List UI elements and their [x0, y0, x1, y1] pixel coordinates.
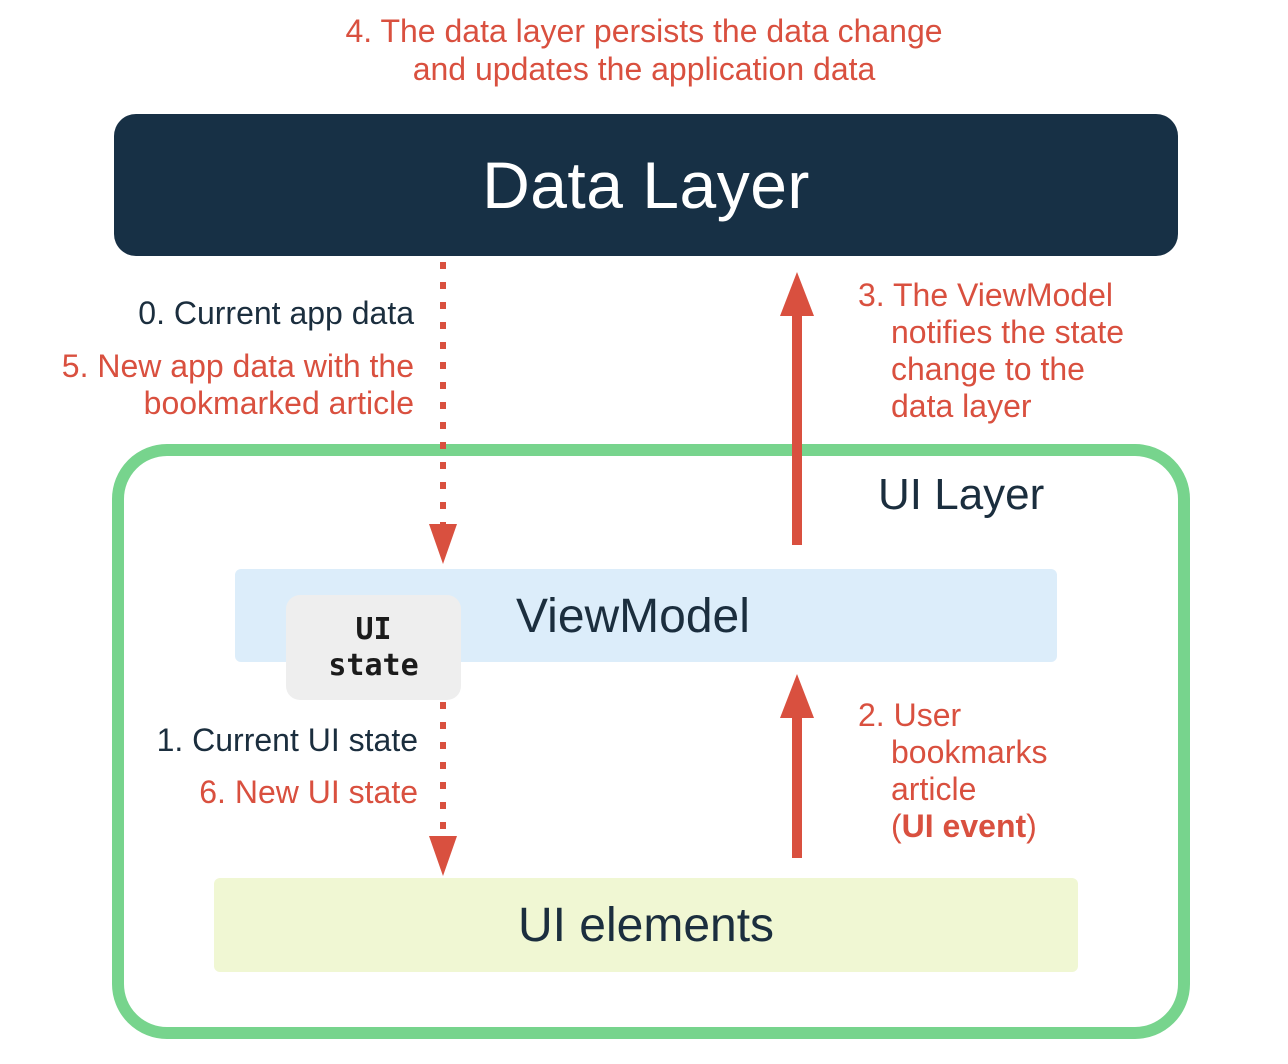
step-2-line-2: bookmarks: [891, 734, 1048, 770]
data-layer-box: Data Layer: [114, 114, 1178, 256]
step-3-line-1: 3. The ViewModel: [858, 277, 1113, 313]
step-4-line-1: 4. The data layer persists the data chan…: [345, 13, 943, 49]
ui-elements-box: UI elements: [214, 878, 1078, 972]
step-5-line-1: 5. New app data with the: [61, 348, 414, 384]
ui-state-line-1: UI: [355, 611, 392, 647]
step-2-open-paren: (: [891, 808, 902, 844]
step-3-line-4: data layer: [891, 388, 1032, 424]
step-4-line-2: and updates the application data: [412, 51, 876, 87]
step-2-ui-event: UI event: [901, 808, 1027, 844]
step-2-label: 2. User bookmarks article (UI event): [858, 697, 1118, 845]
step-3-line-3: change to the: [891, 351, 1085, 387]
ui-layer-label: UI Layer: [878, 470, 1045, 519]
step-5-line-2: bookmarked article: [143, 385, 414, 421]
step-5-label: 5. New app data with the bookmarked arti…: [10, 348, 414, 422]
ui-state-chip: UI state: [286, 595, 461, 700]
step-3-line-2: notifies the state: [891, 314, 1125, 350]
step-2-line-4: (UI event): [858, 808, 1118, 845]
step-2-close-paren: ): [1026, 808, 1037, 844]
ui-state-line-2: state: [328, 647, 419, 683]
step-0-label: 0. Current app data: [138, 295, 414, 331]
step-4-caption: 4. The data layer persists the data chan…: [0, 12, 1288, 88]
ui-elements-label: UI elements: [517, 898, 775, 952]
step-2-line-3: article: [891, 771, 977, 807]
solid-arrow-ui-to-viewmodel-head: [780, 674, 814, 718]
solid-arrow-viewmodel-to-data-head: [780, 272, 814, 316]
step-6-label: 6. New UI state: [199, 774, 418, 810]
viewmodel-label: ViewModel: [516, 590, 750, 643]
data-layer-label: Data Layer: [482, 148, 810, 222]
step-1-label: 1. Current UI state: [156, 722, 418, 758]
step-3-label: 3. The ViewModel notifies the state chan…: [858, 277, 1188, 425]
step-2-line-1: 2. User: [858, 697, 962, 733]
dotted-arrow-viewmodel-to-ui-head: [429, 836, 457, 876]
dotted-arrow-data-to-viewmodel-head: [429, 524, 457, 564]
